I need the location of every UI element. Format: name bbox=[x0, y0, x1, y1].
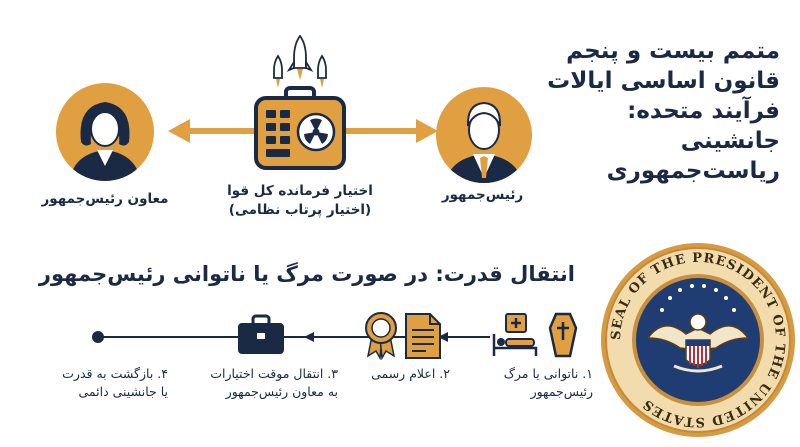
vice-president-avatar bbox=[55, 82, 155, 182]
nuclear-briefcase-icon bbox=[252, 86, 348, 172]
president-label: رئیس‌جمهور bbox=[441, 187, 524, 203]
commander-authority-label: اختیار فرمانده کل قوا (اختیار پرتاب نظام… bbox=[227, 183, 373, 218]
step-4-label: ۴. بازگشت به قدرت یا جانشینی دائمی bbox=[62, 366, 168, 399]
official-declaration-icon bbox=[364, 310, 444, 360]
transfer-heading: انتقال قدرت: در صورت مرگ یا ناتوانی رئیس… bbox=[38, 262, 575, 286]
step-3-label: ۳. انتقال موقت اختیارات به معاون رئیس‌جم… bbox=[210, 366, 338, 399]
title-line: متمم بیست و پنجم bbox=[566, 38, 780, 64]
step-1-label: ۱. ناتوانی یا مرگ رئیس‌جمهور bbox=[503, 366, 593, 399]
briefcase-icon bbox=[236, 314, 286, 356]
title-line: قانون اساسی ایالات bbox=[547, 68, 780, 94]
title-line: فرآیند متحده: bbox=[627, 98, 780, 124]
presidential-seal: SEAL OF THE PRESIDENT OF THE UNITED STAT… bbox=[600, 242, 796, 438]
rocket-icon bbox=[268, 34, 332, 92]
timeline bbox=[90, 327, 500, 347]
title-line: جانشینی bbox=[680, 128, 780, 154]
vice-president-label: معاون رئیس‌جمهور bbox=[41, 191, 169, 207]
page-title: متمم بیست و پنجم قانون اساسی ایالات فرآی… bbox=[535, 36, 780, 186]
hospital-coffin-icon bbox=[492, 312, 584, 358]
title-line: ریاست‌جمهوری bbox=[606, 158, 780, 184]
step-2-label: ۲. اعلام رسمی bbox=[371, 366, 450, 381]
president-avatar bbox=[435, 86, 533, 184]
